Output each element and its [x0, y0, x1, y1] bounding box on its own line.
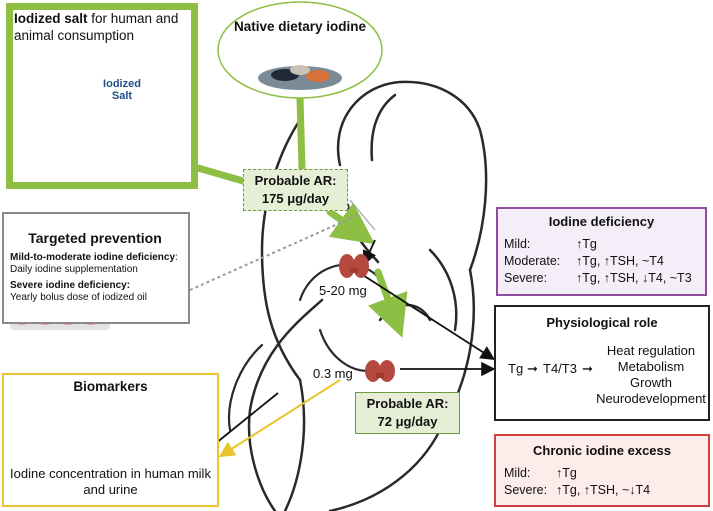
ar-lactation-value: 72 μg/day — [377, 414, 438, 429]
iodine-excess-title: Chronic iodine excess — [533, 443, 671, 458]
severe-deficiency-block: Severe iodine deficiency: Yearly bolus d… — [10, 280, 188, 304]
targeted-prevention-panel — [2, 212, 190, 324]
ar-pregnancy-box: Probable AR: 175 μg/day — [243, 169, 348, 211]
native-iodine-title: Native dietary iodine — [233, 19, 367, 34]
iodine-deficiency-panel — [496, 207, 707, 296]
deficiency-row-severe: Severe:↑Tg, ↑TSH, ↓T4, ~T3 — [504, 271, 692, 285]
salt-product-label: Iodized Salt — [103, 78, 141, 102]
thyroid-store-label: 5-20 mg — [319, 283, 367, 298]
tg-arrow: ➞ — [527, 361, 538, 376]
t4t3-label: T4/T3 — [543, 361, 577, 376]
iodized-salt-panel — [6, 3, 198, 189]
role-growth: Growth — [630, 375, 672, 390]
mild-deficiency-text: Daily iodine supplementation — [10, 264, 138, 275]
iodine-deficiency-title: Iodine deficiency — [548, 214, 655, 229]
mild-deficiency-heading: Mild-to-moderate iodine deficiency — [10, 252, 176, 263]
role-metabolism: Metabolism — [617, 359, 685, 374]
milk-amount-label: 0.3 mg — [313, 366, 353, 381]
thyroid-icon-mother — [339, 254, 369, 278]
physiological-role-title: Physiological role — [546, 315, 658, 330]
iodine-excess-panel — [494, 434, 710, 507]
ar-pointer-line — [349, 199, 376, 231]
thyroid-icon-baby — [365, 360, 395, 382]
targeted-prevention-title: Targeted prevention — [28, 230, 162, 246]
physiological-role-panel — [494, 305, 710, 421]
seafood-image — [258, 65, 342, 90]
severe-deficiency-text: Yearly bolus dose of iodized oil — [10, 292, 147, 303]
excess-row-mild: Mild:↑Tg — [504, 466, 577, 480]
iodized-salt-title: Iodized salt for human and animal consum… — [14, 11, 179, 43]
role-list: Heat regulation Metabolism Growth Neurod… — [596, 343, 706, 407]
role-neurodevelopment: Neurodevelopment — [596, 391, 706, 406]
mother-silhouette — [247, 80, 488, 511]
ar-lactation-box: Probable AR: 72 μg/day — [355, 392, 460, 434]
ar-pregnancy-label: Probable AR: — [254, 173, 337, 188]
ar-lactation-label: Probable AR: — [366, 396, 449, 411]
deficiency-row-moderate: Moderate:↑Tg, ↑TSH, ~T4 — [504, 254, 664, 268]
deficiency-row-mild: Mild:↑Tg — [504, 237, 597, 251]
dotted-line — [189, 214, 359, 291]
yellow-arrow — [218, 379, 341, 458]
t4t3-arrow: ➞ — [582, 361, 593, 376]
salt-brand-label: Great Value — [97, 60, 147, 70]
role-heat-regulation: Heat regulation — [606, 343, 696, 358]
native-iodine-circle — [217, 1, 383, 99]
biomarkers-title: Biomarkers — [73, 379, 148, 394]
biomarkers-text: Iodine concentration in human milk and u… — [10, 466, 211, 497]
biomarkers-panel — [2, 373, 219, 507]
mild-deficiency-block: Mild-to-moderate iodine deficiency: Dail… — [10, 252, 178, 275]
excess-row-severe: Severe:↑Tg, ↑TSH, ~↓T4 — [504, 483, 651, 497]
ar-pregnancy-value: 175 μg/day — [261, 191, 330, 206]
severe-deficiency-heading: Severe iodine deficiency: — [10, 280, 131, 291]
tg-label: Tg — [508, 361, 524, 376]
